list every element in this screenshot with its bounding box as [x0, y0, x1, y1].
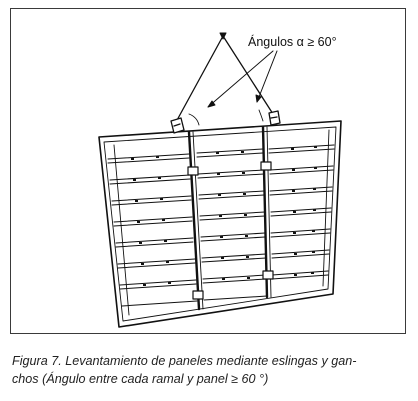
- figure-caption: Figura 7. Levantamiento de paneles media…: [12, 352, 407, 388]
- angle-label: Ángulos α ≥ 60°: [248, 35, 337, 49]
- lifting-hooks: [170, 110, 281, 134]
- panel-clamps: [187, 161, 274, 300]
- panel-lifting-illustration: [98, 32, 342, 328]
- caption-line-2: chos (Ángulo entre cada ramal y panel ≥ …: [12, 372, 269, 386]
- caption-line-1: Figura 7. Levantamiento de paneles media…: [12, 354, 357, 368]
- angle-arrows: [207, 50, 278, 108]
- panel-ribs: [107, 144, 335, 307]
- rib-holes: [131, 146, 317, 286]
- lifting-hook-icon: [219, 32, 227, 40]
- angle-arcs: [188, 109, 264, 126]
- figure-frame: Ángulos α ≥ 60°: [10, 8, 406, 334]
- sling-lines: [175, 35, 274, 123]
